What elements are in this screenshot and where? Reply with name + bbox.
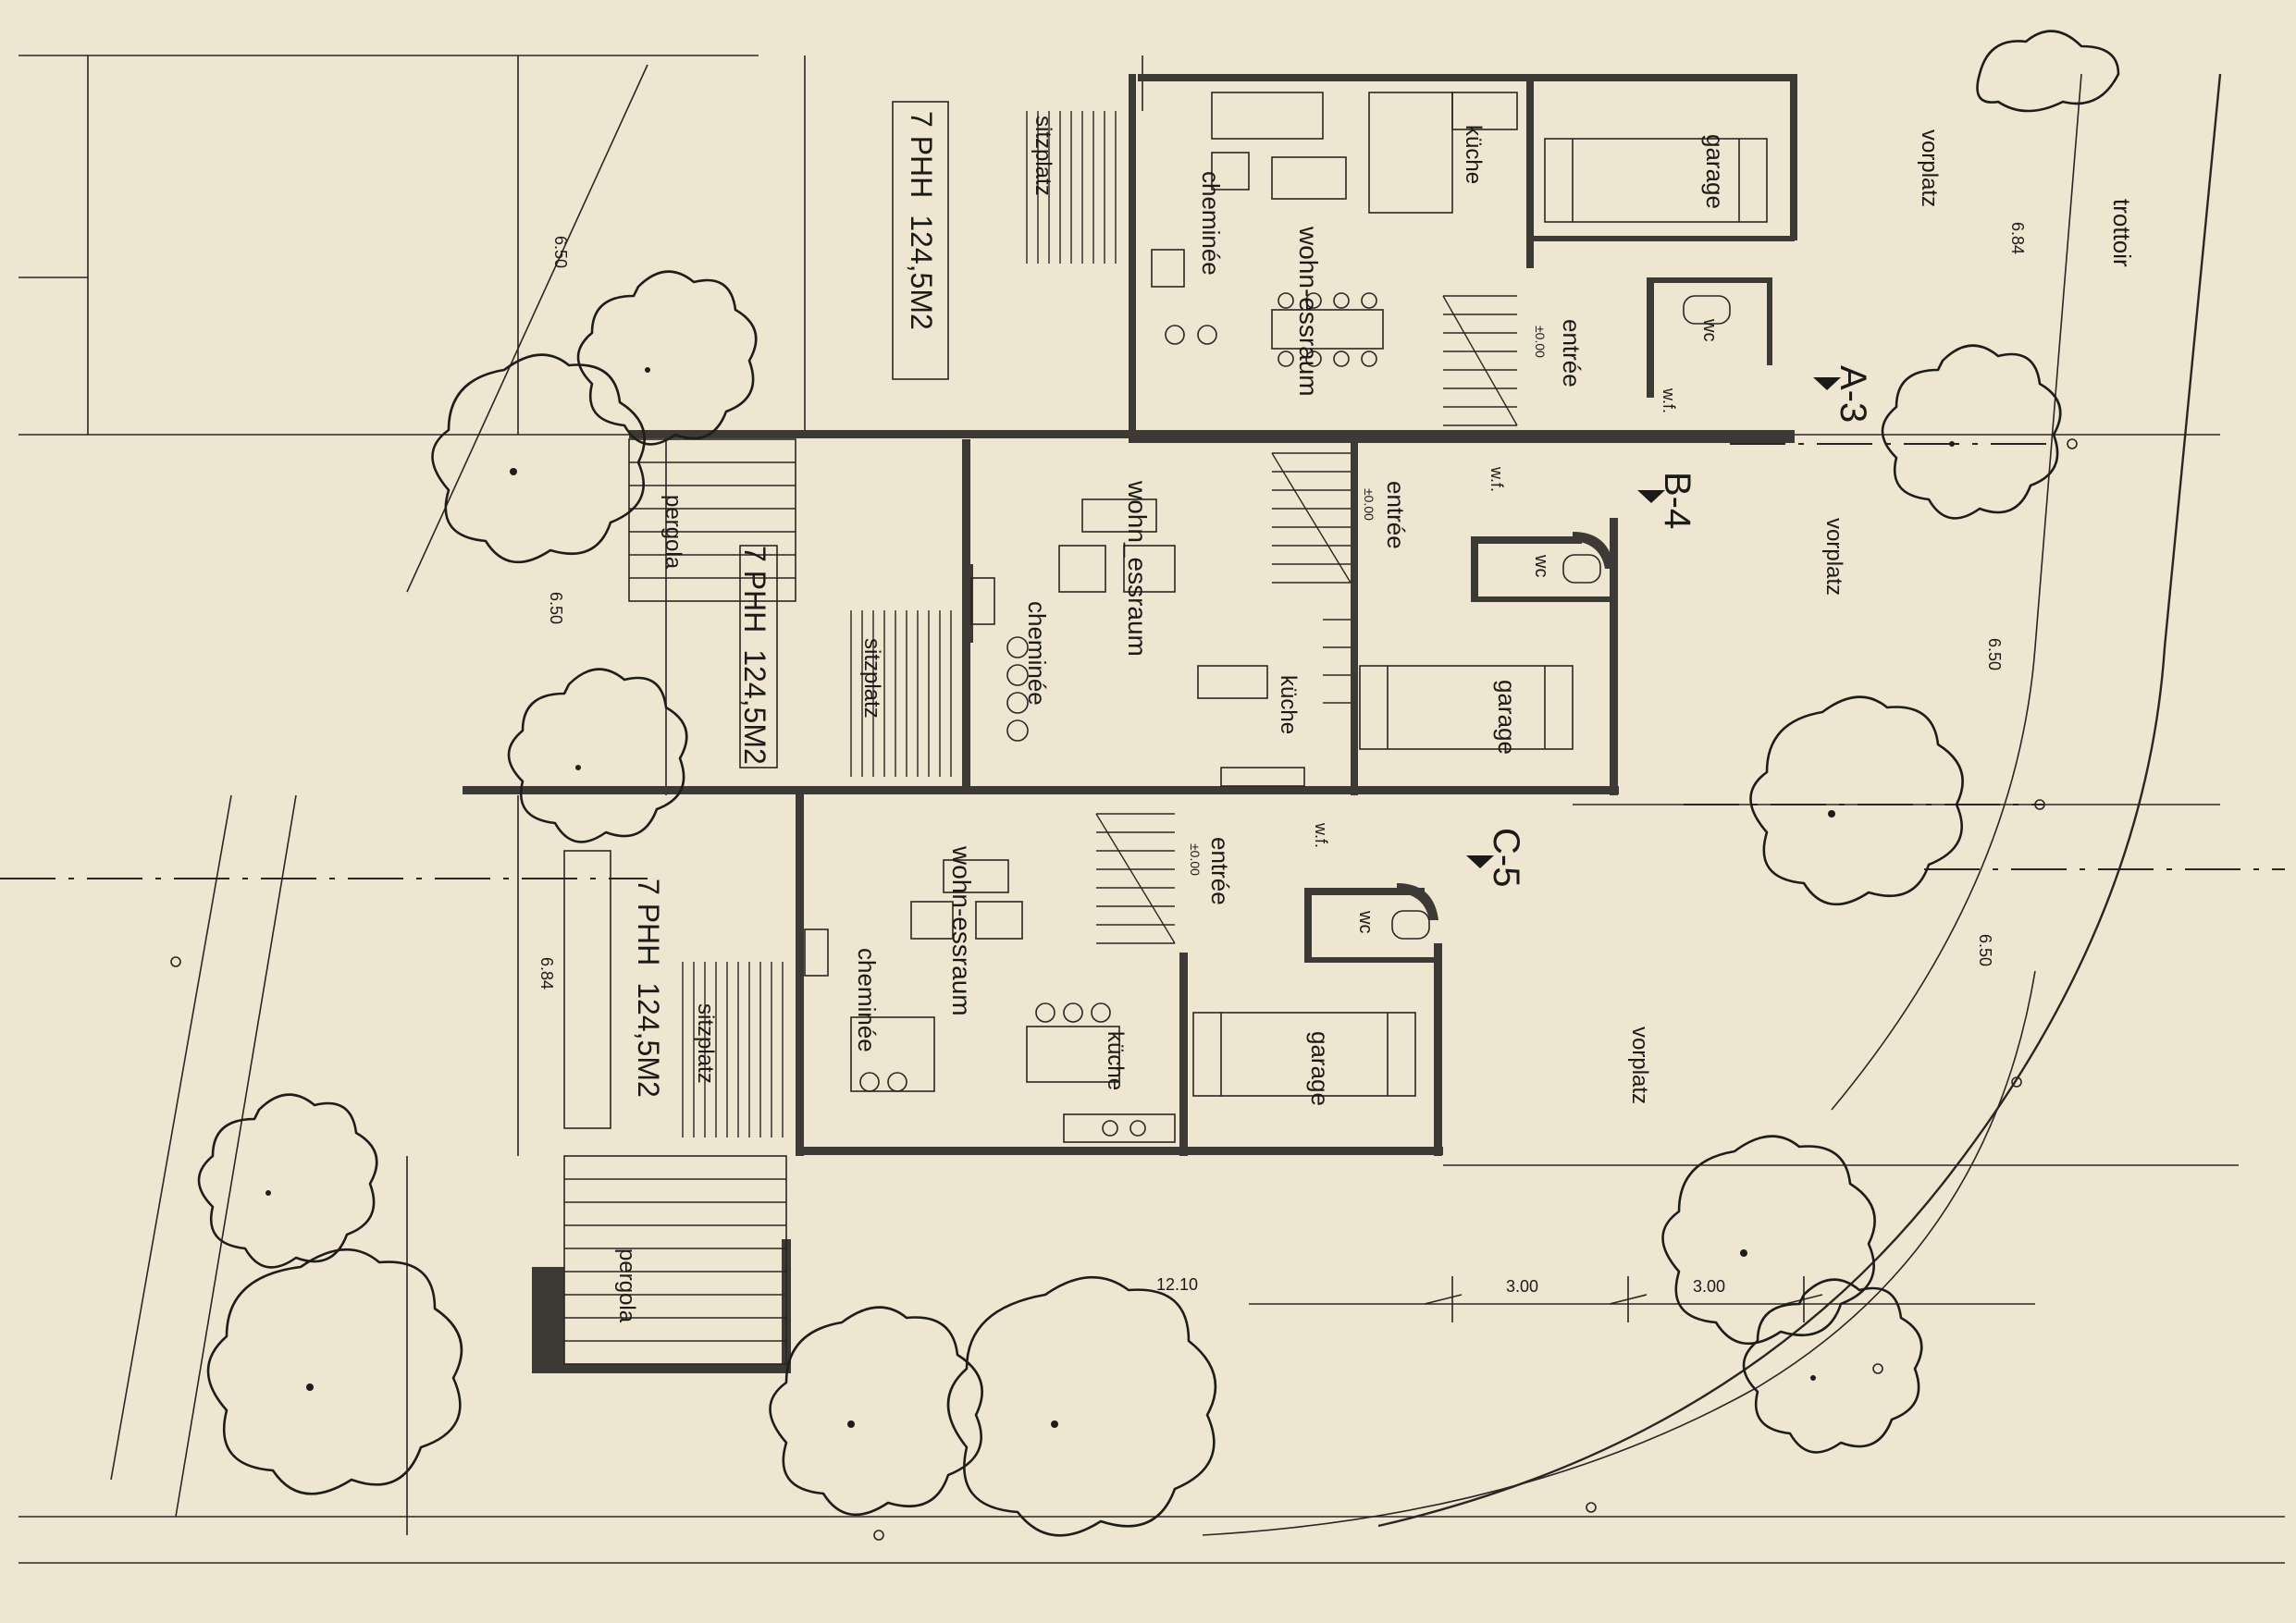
- unit-c5-wf: w.f.: [1312, 822, 1330, 848]
- dimension-left-3: 6.84: [537, 957, 556, 990]
- unit-a3-garage: garage: [1701, 134, 1729, 209]
- dimension-bottom-1: 12.10: [1156, 1275, 1198, 1294]
- dimension-bottom-2: 3.00: [1506, 1277, 1538, 1296]
- tree: [1976, 30, 2120, 113]
- site-grid-lines: [19, 55, 2285, 1564]
- tree: [769, 1306, 983, 1517]
- unit-a3-entree: entrée: [1558, 319, 1586, 387]
- unit-c5-kuche: küche: [1103, 1031, 1128, 1090]
- unit-a3-vorplatz: vorplatz: [1917, 129, 1942, 207]
- dimension-lines: [170, 438, 2078, 1541]
- unit-c5-sitzplatz: sitzplatz: [693, 1003, 718, 1084]
- unit-b4: [463, 430, 1795, 795]
- unit-a3-sitzplatz: sitzplatz: [1031, 116, 1055, 196]
- unit-b4-cheminee: cheminée: [1023, 601, 1051, 706]
- unit-b4-sitzplatz: sitzplatz: [859, 638, 884, 719]
- tree: [1749, 695, 1964, 906]
- tree: [206, 1248, 463, 1495]
- unit-c5-level: ±0.00: [1188, 843, 1203, 876]
- unit-c5-section-label: C-5: [1486, 828, 1526, 887]
- unit-a3: [892, 74, 1797, 443]
- tree: [946, 1275, 1217, 1537]
- unit-b4-section-label: B-4: [1657, 472, 1697, 529]
- dimension-right-3: 6.50: [1976, 934, 1994, 966]
- tree: [1881, 344, 2062, 520]
- unit-c5-pergola: pergola: [614, 1248, 639, 1323]
- tree: [576, 270, 758, 446]
- tree: [1742, 1278, 1923, 1454]
- unit-b4-type-area: 7 PHH124,5M2: [738, 546, 772, 765]
- dimension-bottom-3: 3.00: [1693, 1277, 1725, 1296]
- dimension-left-2: 6.50: [547, 592, 565, 624]
- unit-c5-garage: garage: [1306, 1031, 1334, 1106]
- labels: 7 PHH124,5M2 sitzplatz cheminée wohn-ess…: [537, 111, 2136, 1323]
- unit-a3-wc: wc: [1699, 318, 1720, 341]
- unit-a3-level: ±0.00: [1533, 326, 1548, 358]
- unit-b4-level: ±0.00: [1362, 488, 1376, 521]
- unit-c5-vorplatz: vorplatz: [1627, 1027, 1652, 1104]
- dimension-right-1: 6.84: [2008, 222, 2027, 254]
- unit-a3-kuche: küche: [1461, 125, 1486, 184]
- tree: [431, 353, 646, 564]
- unit-c5-entree: entrée: [1206, 837, 1234, 905]
- unit-c5-living: wohn-essraum: [947, 845, 976, 1016]
- section-marker-b4: [1637, 490, 1665, 503]
- unit-c5-wc: wc: [1355, 910, 1376, 933]
- trees: [197, 30, 2120, 1537]
- unit-b4-garage: garage: [1493, 680, 1521, 755]
- tree: [507, 668, 688, 843]
- street-label: trottoir: [2108, 199, 2136, 267]
- unit-a3-living: wohn-essraum: [1294, 226, 1323, 397]
- unit-c5-type-area: 7 PHH124,5M2: [632, 879, 665, 1098]
- dimension-left-1: 6.50: [551, 236, 570, 268]
- unit-c5: [532, 786, 1443, 1373]
- unit-b4-wc: wc: [1531, 554, 1551, 577]
- section-marker-a3: [1813, 377, 1841, 390]
- unit-a3-cheminee: cheminée: [1197, 171, 1225, 276]
- tree: [197, 1093, 378, 1269]
- unit-b4-wf: w.f.: [1487, 466, 1506, 492]
- unit-a3-type-area: 7 PHH124,5M2: [905, 111, 938, 330]
- axis-lines: [0, 443, 2285, 879]
- section-marker-c5: [1466, 855, 1494, 868]
- unit-b4-entree: entrée: [1382, 481, 1410, 549]
- unit-a3-wf: w.f.: [1660, 387, 1678, 413]
- unit-b4-kuche: küche: [1276, 675, 1301, 734]
- tree: [1661, 1135, 1876, 1346]
- unit-c5-cheminee: cheminée: [853, 948, 881, 1052]
- dimension-right-2: 6.50: [1985, 638, 2004, 670]
- unit-b4-pergola: pergola: [660, 495, 685, 570]
- unit-b4-living: wohn_essraum: [1123, 480, 1152, 657]
- unit-a3-section-label: A-3: [1833, 365, 1873, 423]
- unit-b4-vorplatz: vorplatz: [1821, 518, 1846, 596]
